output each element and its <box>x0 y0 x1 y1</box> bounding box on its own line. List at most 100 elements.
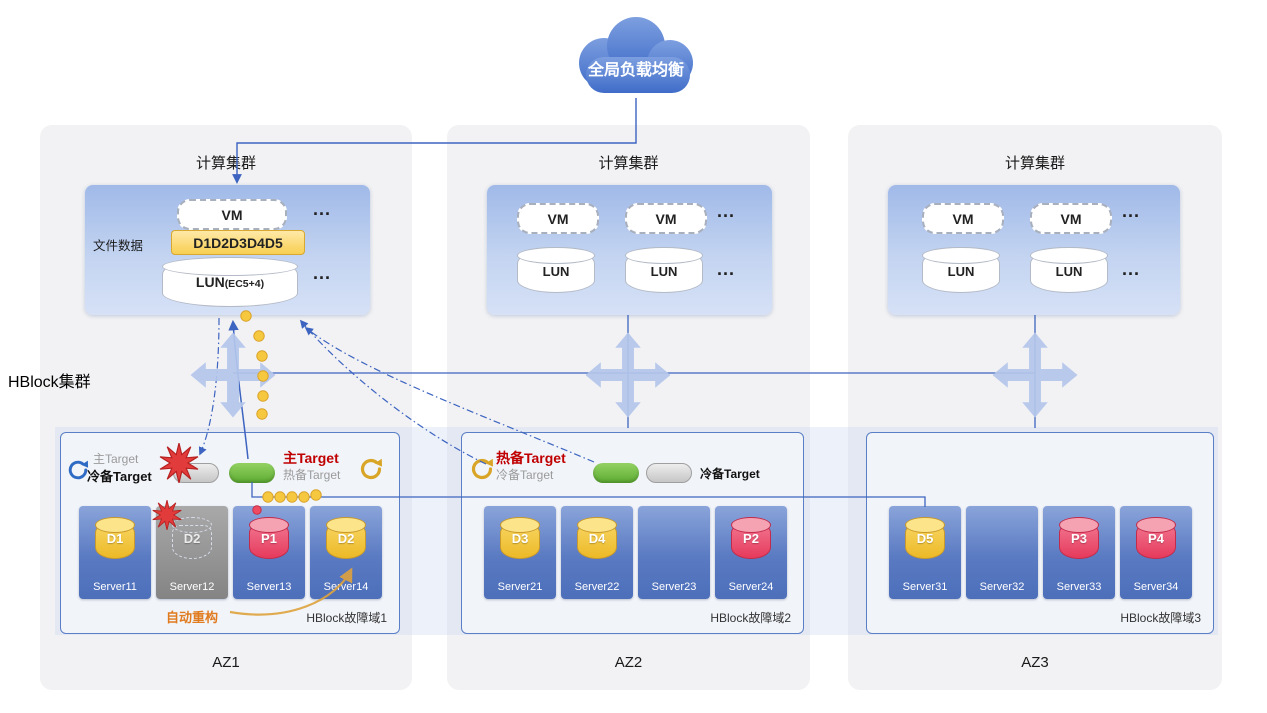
auto-rebuild-label: 自动重构 <box>165 610 218 625</box>
active-target-pill <box>229 463 275 483</box>
disk-label: D3 <box>511 530 529 546</box>
fault-domain-2: 热备Target 冷备Target 冷备Target D3 Server21 D… <box>461 432 804 634</box>
server-name: Server34 <box>1133 581 1179 593</box>
server-name: Server11 <box>93 581 137 593</box>
vm-box: VM <box>625 203 707 234</box>
failure-explosion-icon <box>159 442 199 488</box>
server-name: Server13 <box>246 581 292 593</box>
cold-standby-sub-label: 冷备Target <box>496 468 554 482</box>
vm-box: VM <box>517 203 599 234</box>
server-node: D1 Server11 <box>79 506 151 599</box>
server-name: Server33 <box>1056 581 1102 593</box>
lun-label: LUN <box>1055 263 1083 279</box>
server-node: P3 Server33 <box>1043 506 1115 599</box>
lun-label: LUN(EC5+4) <box>195 274 265 290</box>
ellipsis: ... <box>717 201 736 221</box>
az3-name: AZ3 <box>1021 654 1049 671</box>
cold-target-label: 冷备Target <box>700 467 760 481</box>
vm-box: VM <box>177 199 287 230</box>
lun-cylinder: LUN(EC5+4) <box>162 257 298 307</box>
server-node: D4 Server22 <box>561 506 633 599</box>
stripe-highlight: D1D2D3D4D5 <box>171 230 305 255</box>
disk-label: D4 <box>588 530 606 546</box>
fault-domain-3-label: HBlock故障域3 <box>1120 611 1201 625</box>
server-node: P2 Server24 <box>715 506 787 599</box>
az1-name: AZ1 <box>212 654 240 671</box>
lun-cylinder: LUN <box>625 247 703 293</box>
new-primary-target-label: 主Target <box>283 450 339 466</box>
disk-label: D1 <box>106 530 124 546</box>
server-node: D5 Server31 <box>889 506 961 599</box>
ellipsis: ... <box>313 263 332 283</box>
server-node: Server23 <box>638 506 710 599</box>
rebuilt-disk-cylinder: D2 <box>326 517 366 559</box>
server-name: Server22 <box>574 581 620 593</box>
parity-disk-cylinder: P2 <box>731 517 771 559</box>
az2-compute-title: 计算集群 <box>598 155 659 172</box>
az2-name: AZ2 <box>614 654 643 671</box>
parity-disk-cylinder: P4 <box>1136 517 1176 559</box>
failover-sync-icon <box>67 459 89 486</box>
data-disk-cylinder: D1 <box>95 517 135 559</box>
vm-box: VM <box>922 203 1004 234</box>
az1-compute-box: 文件数据 VM ... D1D2D3D4D5 LUN(EC5+4) ... <box>85 185 370 315</box>
hot-standby-target-label: 热备Target <box>496 450 566 466</box>
server-node: D2 Server14 <box>310 506 382 599</box>
file-data-label: 文件数据 <box>93 239 144 253</box>
server-node: Server32 <box>966 506 1038 599</box>
disk-label: D2 <box>183 530 201 546</box>
replica-sync-icon <box>470 457 494 486</box>
fault-domain-2-label: HBlock故障域2 <box>710 611 791 625</box>
cold-standby-label: 冷备Target <box>87 469 152 484</box>
lun-label: LUN <box>650 263 678 279</box>
fault-domain-3: D5 Server31 Server32 P3 Server33 P4 Serv… <box>866 432 1214 634</box>
failed-server-node: D2 Server12 <box>152 499 228 599</box>
disk-label: D5 <box>916 530 934 546</box>
disk-label: P3 <box>1071 530 1087 546</box>
lun-cylinder: LUN <box>922 247 1000 293</box>
server-name: Server14 <box>323 581 369 593</box>
server-name: Server21 <box>497 581 543 593</box>
parity-disk-cylinder: P3 <box>1059 517 1099 559</box>
ellipsis: ... <box>313 199 332 219</box>
hblock-cluster-label: HBlock集群 <box>8 374 91 391</box>
az3-compute-title: 计算集群 <box>1004 155 1065 172</box>
disk-label: P4 <box>1148 530 1164 546</box>
server-name: Server31 <box>902 581 948 593</box>
az1-compute-title: 计算集群 <box>195 155 256 172</box>
lun-label: LUN <box>947 263 975 279</box>
server-name: Server32 <box>979 581 1025 593</box>
server-name: Server23 <box>651 581 697 593</box>
lost-disk-cylinder: D2 <box>172 517 212 559</box>
ellipsis: ... <box>1122 259 1141 279</box>
server-name: Server24 <box>728 581 774 593</box>
replica-sync-icon <box>359 457 383 486</box>
cold-target-pill <box>646 463 692 483</box>
parity-disk-cylinder: P1 <box>249 517 289 559</box>
disk-label: P2 <box>743 530 759 546</box>
lun-cylinder: LUN <box>517 247 595 293</box>
fault-domain-1-label: HBlock故障域1 <box>306 611 387 625</box>
old-primary-target-label: 主Target <box>93 452 139 466</box>
data-disk-cylinder: D5 <box>905 517 945 559</box>
server-name: Server12 <box>169 581 215 593</box>
disk-label: P1 <box>261 530 277 546</box>
server-node: P1 Server13 <box>233 506 305 599</box>
disk-label: D2 <box>337 530 355 546</box>
server-node: D3 Server21 <box>484 506 556 599</box>
load-balancer-label: 全局负载均衡 <box>587 62 684 79</box>
ellipsis: ... <box>1122 201 1141 221</box>
active-target-pill <box>593 463 639 483</box>
lun-cylinder: LUN <box>1030 247 1108 293</box>
hot-standby-label: 热备Target <box>283 468 341 482</box>
global-load-balancer: 全局负载均衡 <box>556 10 716 102</box>
lun-label: LUN <box>542 263 570 279</box>
az3-compute-box: VM VM ... LUN LUN ... <box>888 185 1180 315</box>
vm-box: VM <box>1030 203 1112 234</box>
data-disk-cylinder: D3 <box>500 517 540 559</box>
ellipsis: ... <box>717 259 736 279</box>
failure-explosion-icon <box>152 499 182 535</box>
cloud-icon <box>579 17 693 93</box>
server-node: P4 Server34 <box>1120 506 1192 599</box>
